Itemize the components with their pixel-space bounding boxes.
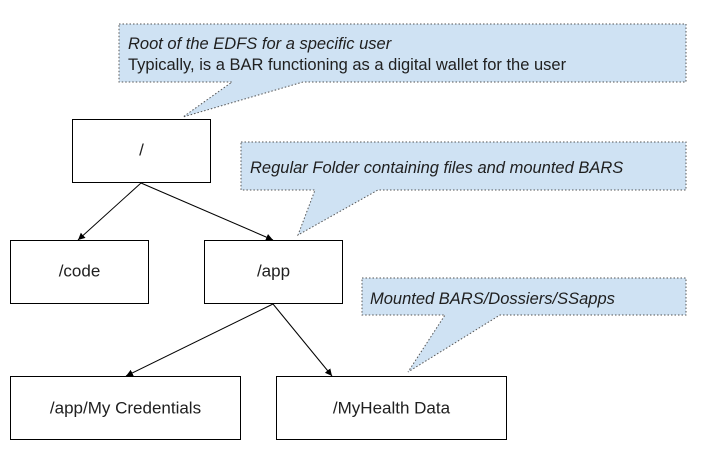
callout-mount-note: Mounted BARS/Dossiers/SSapps xyxy=(361,277,687,373)
node-health: /MyHealth Data xyxy=(276,376,507,440)
edge-app-to-credentials xyxy=(125,303,274,377)
node-root: / xyxy=(72,119,211,183)
callout-app-note: Regular Folder containing files and moun… xyxy=(240,141,687,237)
edge-root-to-app xyxy=(140,182,274,241)
callout-root-bubble xyxy=(118,23,687,118)
node-app: /app xyxy=(204,240,343,304)
callout-root-note: Root of the EDFS for a specific user Typ… xyxy=(118,23,687,118)
callout-app-line1: Regular Folder containing files and moun… xyxy=(250,159,623,177)
callout-mount-bubble xyxy=(361,277,687,373)
callout-root-line2: Typically, is a BAR functioning as a dig… xyxy=(128,56,567,74)
node-root-label: / xyxy=(139,140,144,159)
node-credentials-label: /app/My Credentials xyxy=(50,398,201,417)
callout-app-bubble xyxy=(240,141,687,237)
node-health-label: /MyHealth Data xyxy=(333,398,451,417)
node-code-label: /code xyxy=(59,261,101,280)
callout-mount-line1: Mounted BARS/Dossiers/SSapps xyxy=(370,290,615,308)
callout-root-line1: Root of the EDFS for a specific user xyxy=(128,35,393,53)
node-code: /code xyxy=(10,240,149,304)
node-credentials: /app/My Credentials xyxy=(10,376,241,440)
edge-app-to-health xyxy=(272,303,333,377)
edge-root-to-code xyxy=(77,182,142,241)
node-app-label: /app xyxy=(257,261,290,280)
